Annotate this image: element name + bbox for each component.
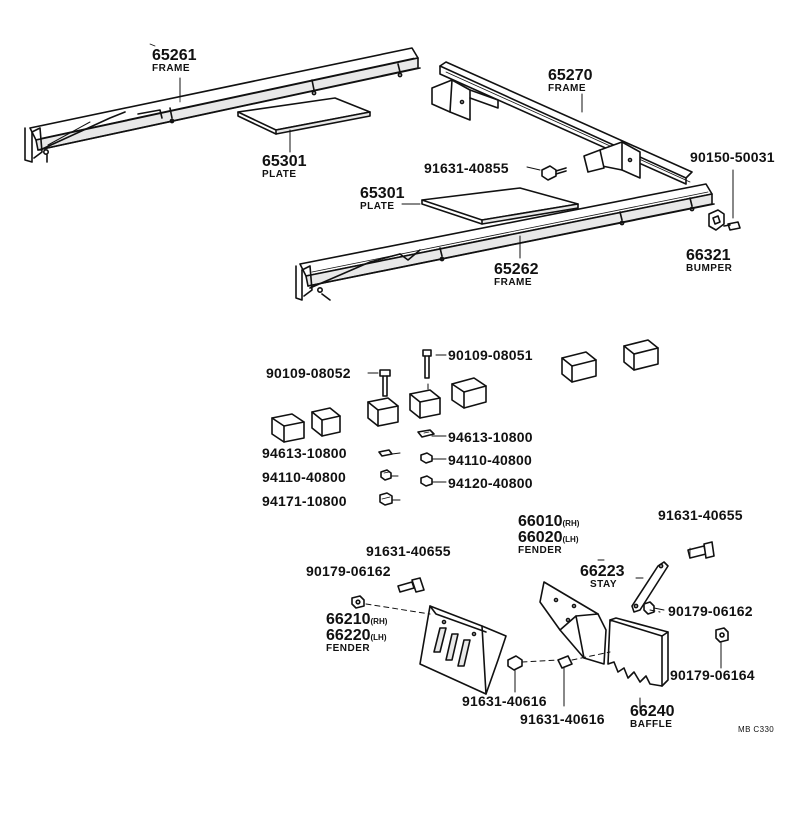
fender-66010-drawing	[539, 581, 607, 665]
frame-65270-drawing	[431, 61, 693, 185]
part-name: FENDER	[518, 545, 563, 556]
part-number: 65301	[262, 153, 307, 170]
callout-66210-66220: 66210(RH) 66220(LH) FENDER	[326, 612, 387, 654]
part-name: FRAME	[494, 277, 533, 288]
callout-91631-40616-right: 91631-40616	[520, 711, 605, 727]
leader-lines	[179, 77, 691, 709]
callout-65301-middle: 65301 PLATE	[360, 186, 405, 212]
part-name: BUMPER	[686, 263, 733, 274]
part-number: 66321	[686, 247, 731, 264]
part-name: FRAME	[548, 83, 587, 94]
callout-65270: 65270 FRAME	[548, 68, 593, 94]
baffle-66240-drawing	[607, 617, 669, 687]
part-name: STAY	[590, 579, 618, 590]
part-number: 66223	[580, 563, 625, 580]
callout-94613-10800-left: 94613-10800	[262, 445, 347, 461]
plate-65301-upper-drawing	[237, 97, 371, 135]
callout-91631-40655-left: 91631-40655	[366, 543, 451, 559]
callout-90109-08052: 90109-08052	[266, 365, 351, 381]
part-number: 65270	[548, 67, 593, 84]
block-cluster-drawing	[271, 339, 659, 443]
part-number: 65262	[494, 261, 539, 278]
callout-94110-40800-right: 94110-40800	[448, 452, 532, 468]
part-suffix: (LH)	[370, 633, 387, 642]
callout-94110-40800-left: 94110-40800	[262, 469, 346, 485]
callout-65262: 65262 FRAME	[494, 262, 539, 288]
part-name: BAFFLE	[630, 719, 673, 730]
callout-66223: 66223 STAY	[580, 564, 625, 590]
fender-hardware-drawing	[351, 577, 573, 707]
callout-90109-08051: 90109-08051	[448, 347, 533, 363]
part-name: PLATE	[262, 169, 297, 180]
part-number: 66240	[630, 703, 675, 720]
callout-90179-06162-left: 90179-06162	[306, 563, 391, 579]
frame-65262-drawing	[295, 183, 715, 301]
plate-65301-middle-drawing	[421, 187, 579, 225]
part-suffix: (RH)	[370, 617, 388, 626]
part-suffix: (RH)	[562, 519, 580, 528]
dashed-guides	[365, 383, 661, 663]
callout-66321: 66321 BUMPER	[686, 248, 732, 274]
part-number: 66220	[326, 627, 371, 644]
part-suffix: (LH)	[562, 535, 579, 544]
callout-90179-06162-right: 90179-06162	[668, 603, 753, 619]
part-name: FRAME	[152, 63, 191, 74]
callout-65301-upper: 65301 PLATE	[262, 154, 307, 180]
part-number: 65261	[152, 47, 197, 64]
part-name: PLATE	[360, 201, 395, 212]
callout-91631-40655-right: 91631-40655	[658, 507, 743, 523]
part-number: 66020	[518, 529, 563, 546]
stay-66223-drawing	[631, 541, 729, 669]
callout-65261: 65261 FRAME	[152, 48, 197, 74]
bolt-91631-40855-drawing	[526, 165, 567, 181]
callout-94120-40800: 94120-40800	[448, 475, 533, 491]
part-number: 66210	[326, 611, 371, 628]
callout-90179-06164: 90179-06164	[670, 667, 755, 683]
callout-94613-10800-right: 94613-10800	[448, 429, 533, 445]
bumper-66321-drawing	[708, 169, 741, 231]
frame-65261-drawing	[24, 43, 421, 163]
hardware-drawing	[378, 429, 435, 506]
callout-91631-40616-left: 91631-40616	[462, 693, 547, 709]
callout-91631-40855: 91631-40855	[424, 160, 509, 176]
callout-90150-50031: 90150-50031	[690, 149, 775, 165]
part-number: 66010	[518, 513, 563, 530]
part-name: FENDER	[326, 643, 371, 654]
fender-66210-drawing	[419, 605, 507, 695]
callout-66010-66020: 66010(RH) 66020(LH) FENDER	[518, 514, 579, 556]
drawing-code: MB C330	[738, 725, 775, 734]
callout-66240: 66240 BAFFLE	[630, 704, 675, 730]
callout-94171-10800: 94171-10800	[262, 493, 347, 509]
part-number: 65301	[360, 185, 405, 202]
